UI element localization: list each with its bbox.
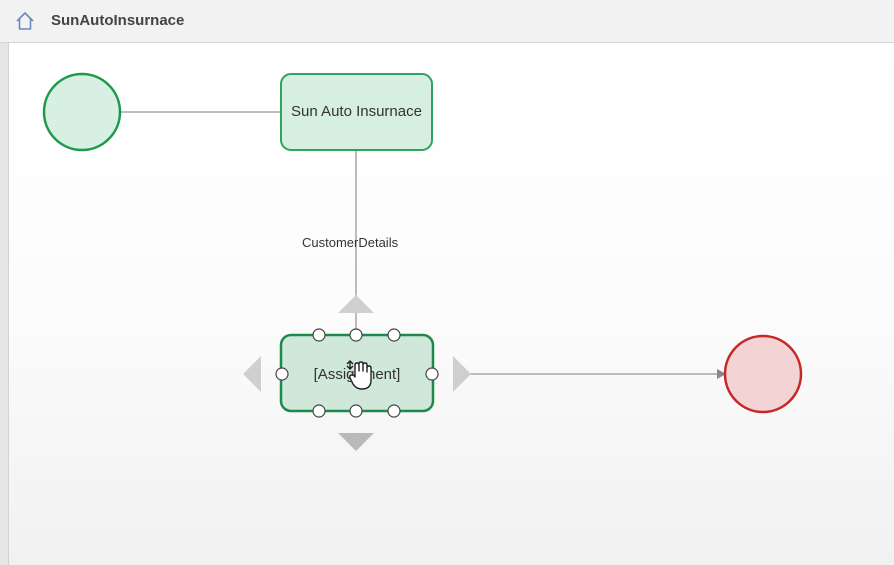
hand-grab-icon (346, 360, 372, 390)
handle-top-center[interactable] (349, 328, 363, 342)
edge-label-customer-details: CustomerDetails (302, 235, 399, 250)
left-panel-edge (0, 43, 9, 565)
app-header: SunAutoInsurnace (0, 0, 894, 43)
start-event[interactable] (42, 72, 122, 152)
handle-middle-right[interactable] (425, 367, 439, 381)
flow-canvas[interactable]: Sun Auto Insurnace CustomerDetails [Assi… (9, 43, 894, 565)
handle-bottom-right[interactable] (387, 404, 401, 418)
page-title: SunAutoInsurnace (51, 12, 185, 29)
connector-arrow-left[interactable] (243, 356, 261, 392)
selection-handles (275, 328, 439, 418)
handle-middle-left[interactable] (275, 367, 289, 381)
handle-bottom-center[interactable] (349, 404, 363, 418)
subprocess-node[interactable] (280, 73, 433, 151)
connector-arrow-right[interactable] (453, 356, 471, 392)
home-icon[interactable] (14, 10, 36, 32)
subprocess-label: Sun Auto Insurnace (291, 103, 422, 120)
flow-diagram (42, 72, 803, 451)
connector-arrow-up[interactable] (338, 295, 374, 313)
handle-top-left[interactable] (312, 328, 326, 342)
edge-arrowhead (717, 369, 726, 379)
end-event[interactable] (723, 334, 803, 414)
handle-bottom-left[interactable] (312, 404, 326, 418)
connector-arrow-down[interactable] (338, 433, 374, 451)
handle-top-right[interactable] (387, 328, 401, 342)
